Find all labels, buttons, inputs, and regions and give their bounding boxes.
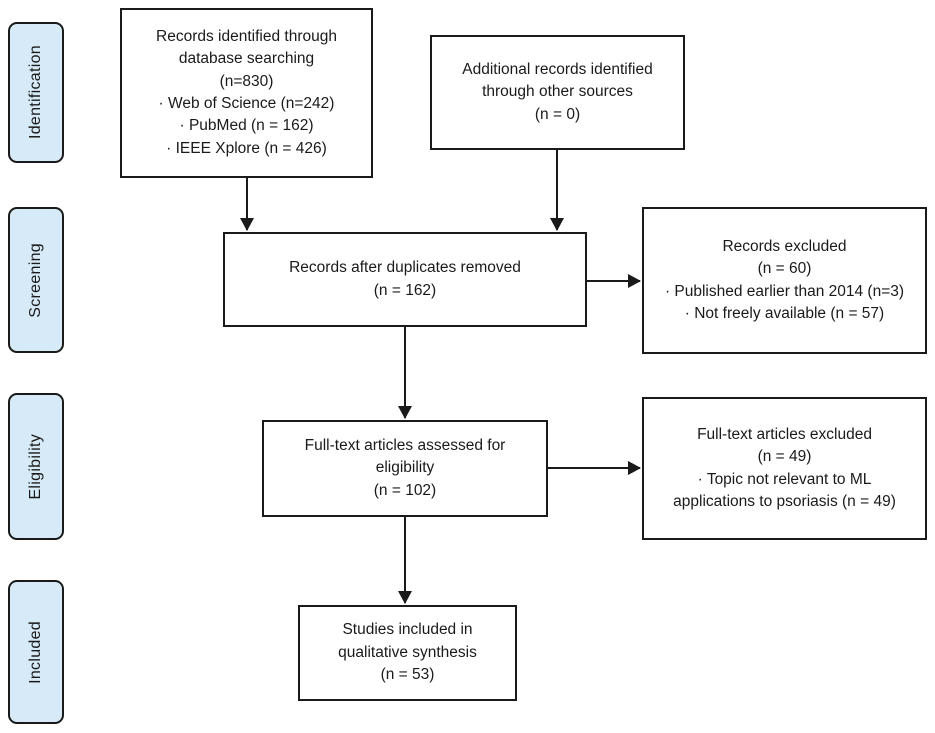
flow-box-fulltext-assessed: Full-text articles assessed for eligibil… xyxy=(262,420,548,517)
stage-screening-label: Screening xyxy=(27,242,44,318)
stage-eligibility-label: Eligibility xyxy=(27,433,44,500)
flow-box-after-duplicates: Records after duplicates removed (n = 16… xyxy=(223,232,587,327)
flow-box-records-excluded: Records excluded (n = 60) · Published ea… xyxy=(642,207,927,354)
stage-screening: Screening xyxy=(8,207,64,353)
flow-box-fulltext-excluded: Full-text articles excluded (n = 49) · T… xyxy=(642,397,927,540)
fulltext-excluded-text: Full-text articles excluded (n = 49) · T… xyxy=(673,425,896,510)
stage-included: Included xyxy=(8,580,64,724)
additional-records-text: Additional records identified through ot… xyxy=(462,60,653,123)
stage-identification-label: Identification xyxy=(27,45,44,140)
after-duplicates-text: Records after duplicates removed (n = 16… xyxy=(289,259,521,299)
flow-box-records-identified: Records identified through database sear… xyxy=(120,8,373,178)
flow-box-studies-included: Studies included in qualitative synthesi… xyxy=(298,605,517,701)
records-identified-text: Records identified through database sear… xyxy=(156,27,337,157)
flow-box-additional-records: Additional records identified through ot… xyxy=(430,35,685,150)
stage-eligibility: Eligibility xyxy=(8,393,64,540)
fulltext-assessed-text: Full-text articles assessed for eligibil… xyxy=(304,436,506,499)
records-excluded-text: Records excluded (n = 60) · Published ea… xyxy=(664,237,905,322)
stage-identification: Identification xyxy=(8,22,64,163)
studies-included-text: Studies included in qualitative synthesi… xyxy=(338,621,477,684)
stage-included-label: Included xyxy=(27,620,44,684)
